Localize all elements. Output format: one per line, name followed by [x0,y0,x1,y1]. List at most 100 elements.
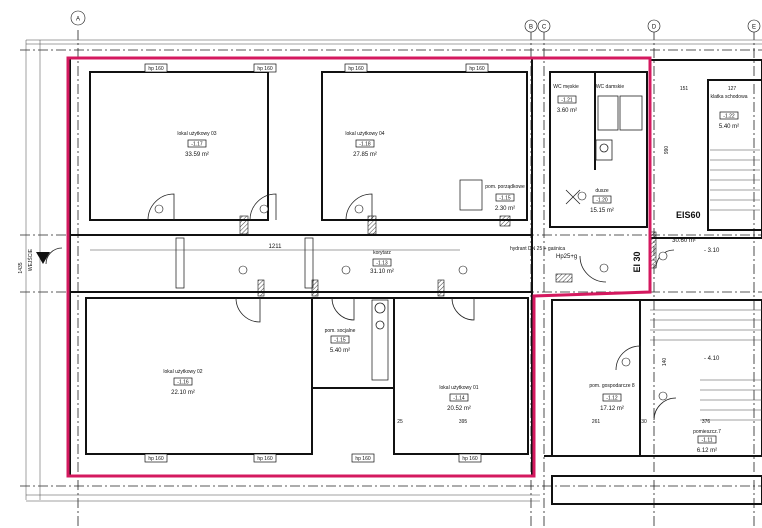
hydrant-label: hydrant DN 25 + gaśnica Hp25+g [510,246,577,260]
door-tag-bottom-3: hp 160 [351,453,375,463]
svg-text:E: E [752,25,756,31]
svg-text:-1.21: -1.21 [561,98,573,104]
room-label-socjalne: pom. socjalne -1.15 5.40 m² [325,328,356,354]
svg-text:1211: 1211 [269,244,283,250]
window-tags: hp 160 hp 160 hp 160 hp 160 hp 160 hp 16… [144,63,489,463]
entrance-marker: WEJŚCIE [26,248,50,271]
room-label-klatka: klatka schodowa -1.22 5.40 m² [711,94,748,130]
svg-text:261: 261 [592,419,601,425]
room-label-lokal-04: lokal użytkowy 04 -1.18 27.85 m² [345,131,384,158]
svg-text:hp 160: hp 160 [257,456,273,462]
door-tag-bottom-4: hp 160 [458,453,482,463]
svg-text:25: 25 [397,419,403,425]
hatched-walls [239,215,657,297]
svg-text:-1.15: -1.15 [499,196,511,202]
svg-text:5.40 m²: 5.40 m² [330,348,350,354]
room-label-porzadek: pom. porządkowe -1.15 2.30 m² [485,184,525,212]
svg-text:2.30 m²: 2.30 m² [495,206,515,212]
svg-text:pom. gospodarcze 8: pom. gospodarcze 8 [589,383,635,389]
door-tag-bottom-2: hp 160 [253,453,277,463]
door-tag-top-1: hp 160 [144,63,168,73]
svg-text:B: B [529,25,533,31]
dimension-texts: 1211 395 261 376 151 127 990 140 30 25 [90,86,736,425]
walls [69,57,762,505]
svg-text:-1.20: -1.20 [596,198,608,204]
level-410: - 4.10 [704,356,720,362]
door-tag-bottom-1: hp 160 [144,453,168,463]
svg-text:klatka schodowa: klatka schodowa [711,94,748,100]
svg-text:pomieszcz.7: pomieszcz.7 [693,429,721,435]
room-label-lokal-02: lokal użytkowy 02 -1.16 22.10 m² [163,369,202,396]
room-label-lokal-03: lokal użytkowy 03 -1.17 33.59 m² [177,131,216,158]
svg-text:hp 160: hp 160 [148,66,164,72]
svg-text:lokal użytkowy 04: lokal użytkowy 04 [345,131,384,137]
svg-text:pom. socjalne: pom. socjalne [325,328,356,334]
room-label-hall: 30.60 m² [672,238,696,244]
dim-height-left: 1435 [18,262,24,273]
svg-text:6.12 m²: 6.12 m² [697,448,717,454]
svg-text:33.59 m²: 33.59 m² [185,152,209,158]
svg-text:lokal użytkowy 03: lokal użytkowy 03 [177,131,216,137]
svg-text:395: 395 [459,419,468,425]
svg-text:-1.15: -1.15 [334,338,346,344]
doors [45,193,677,421]
svg-text:A: A [76,17,80,23]
dimension-lines: 1435 [18,39,762,502]
ei30-label: EI 30 [632,251,642,272]
svg-text:-1.11: -1.11 [701,438,712,444]
axis-marker-a: A [70,10,86,26]
svg-text:hydrant DN 25 + gaśnica: hydrant DN 25 + gaśnica [510,246,565,252]
axis-marker-b: B [524,19,538,33]
svg-text:-1.22: -1.22 [723,114,735,120]
svg-text:990: 990 [664,146,670,155]
svg-text:WC męskie: WC męskie [553,84,579,90]
svg-text:127: 127 [728,86,737,92]
svg-text:korytarz: korytarz [373,250,391,256]
room-label-wc-damskie: WC damskie [596,84,625,90]
svg-text:-1.17: -1.17 [191,142,203,148]
svg-text:30: 30 [641,419,647,425]
svg-text:20.52 m²: 20.52 m² [447,406,471,412]
svg-text:hp 160: hp 160 [462,456,478,462]
svg-text:WC damskie: WC damskie [596,84,625,90]
svg-text:27.85 m²: 27.85 m² [353,152,377,158]
door-tag-top-2: hp 160 [253,63,277,73]
svg-text:3.60 m²: 3.60 m² [557,108,577,114]
svg-text:hp 160: hp 160 [469,66,485,72]
svg-text:C: C [542,25,547,31]
svg-text:151: 151 [680,86,689,92]
sanitary-fixtures [565,95,643,205]
svg-text:D: D [652,25,657,31]
svg-text:lokal użytkowy 02: lokal użytkowy 02 [163,369,202,375]
axis-marker-e: E [747,19,761,33]
svg-text:Hp25+g: Hp25+g [556,254,577,260]
svg-text:376: 376 [702,419,711,425]
svg-text:5.40 m²: 5.40 m² [719,124,739,130]
svg-text:-1.16: -1.16 [177,380,189,386]
door-tag-top-3: hp 160 [344,63,368,73]
room-label-korytarz: korytarz -1.13 31.10 m² [370,250,394,275]
svg-text:WEJŚCIE: WEJŚCIE [26,248,34,271]
axis-markers: A B C D E [70,10,761,33]
svg-text:hp 160: hp 160 [257,66,273,72]
svg-text:-1.13: -1.13 [376,261,388,267]
level-310: - 3.10 [704,248,720,254]
svg-text:-1.18: -1.18 [359,142,371,148]
door-tag-top-4: hp 160 [465,63,489,73]
svg-text:17.12 m²: 17.12 m² [600,406,624,412]
svg-text:31.10 m²: 31.10 m² [370,269,394,275]
door-numbers [154,191,668,401]
room-label-wc-meskie: WC męskie -1.21 3.60 m² [553,84,579,114]
svg-text:15.15 m²: 15.15 m² [590,208,614,214]
svg-text:hp 160: hp 160 [355,456,371,462]
svg-text:-1.14: -1.14 [453,396,465,402]
svg-text:pom. porządkowe: pom. porządkowe [485,184,525,190]
room-label-lokal-01: lokal użytkowy 01 -1.14 20.52 m² [439,385,478,412]
svg-text:140: 140 [662,358,668,367]
svg-text:22.10 m²: 22.10 m² [171,390,195,396]
svg-text:hp 160: hp 160 [348,66,364,72]
rental-boundary [66,56,652,478]
room-label-pom-gospodarcze: pom. gospodarcze 8 -1.12 17.12 m² [589,383,635,412]
stairs [650,149,762,421]
